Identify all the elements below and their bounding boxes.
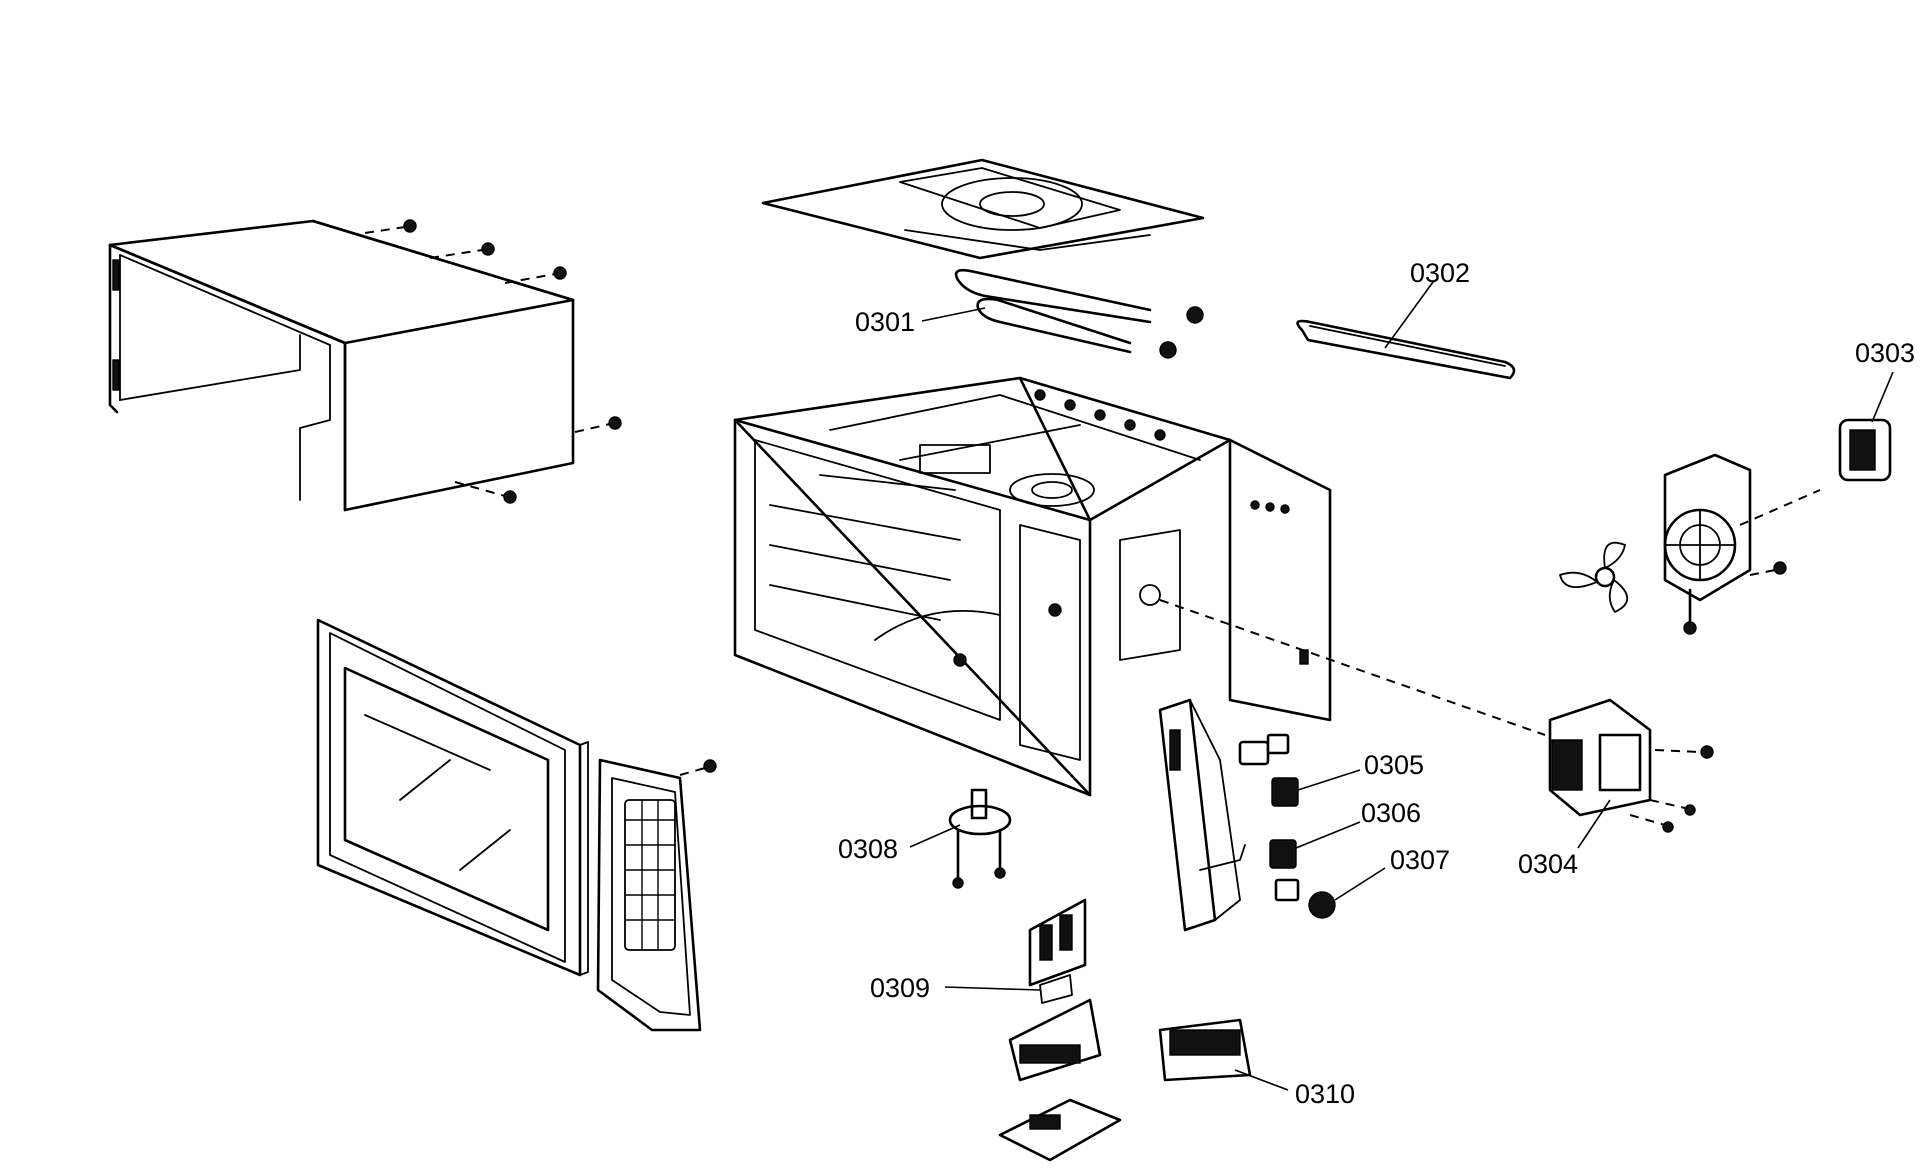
label-0303: 0303 <box>1855 338 1915 368</box>
oven-chassis <box>733 376 1332 797</box>
heater-element <box>954 268 1204 359</box>
label-0306: 0306 <box>1361 798 1421 828</box>
label-0304: 0304 <box>1518 849 1578 879</box>
label-0301: 0301 <box>855 307 915 337</box>
fan-blade <box>1559 541 1629 613</box>
outer-cabinet <box>108 219 622 512</box>
top-cover-plate <box>761 158 1205 260</box>
label-0308: 0308 <box>838 834 898 864</box>
label-0309: 0309 <box>870 973 930 1003</box>
label-0307: 0307 <box>1390 845 1450 875</box>
waveguide-gasket <box>1296 319 1516 380</box>
control-boards <box>998 898 1252 1162</box>
door-latch-assembly <box>1158 698 1246 932</box>
label-0302: 0302 <box>1410 258 1470 288</box>
door-frame <box>316 618 589 977</box>
leader-lines <box>909 281 1894 1091</box>
micro-switches <box>1238 733 1336 919</box>
label-0310: 0310 <box>1295 1079 1355 1109</box>
turntable-motor <box>948 788 1012 889</box>
fan-motor-bracket <box>1663 418 1892 635</box>
transformer <box>1548 698 1714 833</box>
control-panel <box>596 758 717 1032</box>
label-0305: 0305 <box>1364 750 1424 780</box>
